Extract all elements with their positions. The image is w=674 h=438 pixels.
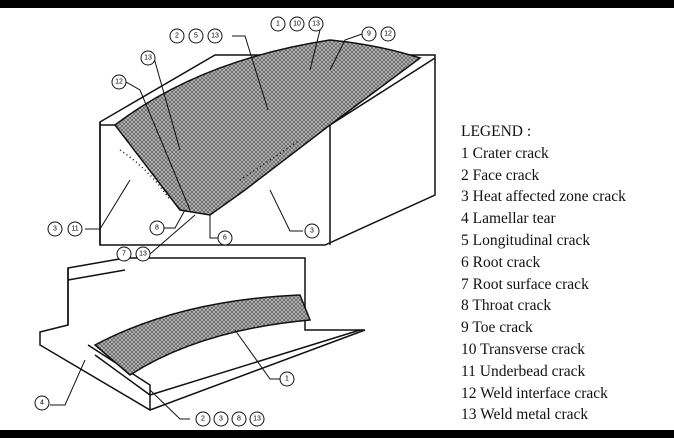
butt-weld-block [99, 39, 436, 246]
svg-text:9: 9 [367, 31, 371, 38]
legend-item: 2 Face crack [461, 166, 540, 184]
svg-text:13: 13 [211, 33, 219, 40]
svg-text:2: 2 [175, 33, 179, 40]
svg-text:1: 1 [285, 376, 289, 383]
svg-text:3: 3 [219, 416, 223, 423]
legend-item: 9 Toe crack [461, 319, 533, 337]
svg-text:3: 3 [310, 228, 314, 235]
callout-6: 6 [217, 230, 233, 246]
callout-13: 13 [140, 50, 156, 66]
legend-item: 12 Weld interface crack [461, 384, 608, 402]
svg-text:12: 12 [384, 31, 392, 38]
svg-text:4: 4 [40, 400, 44, 407]
legend-title: LEGEND : [461, 123, 532, 140]
svg-text:2: 2 [201, 416, 205, 423]
svg-text:3: 3 [53, 226, 57, 233]
legend-item: 10 Transverse crack [461, 340, 585, 358]
callout-2-3-8-13: 2 3 8 13 [195, 411, 265, 427]
svg-text:1: 1 [276, 21, 280, 28]
legend-item: 8 Throat crack [461, 297, 552, 315]
svg-text:13: 13 [312, 21, 320, 28]
svg-text:7: 7 [122, 251, 126, 258]
svg-text:13: 13 [253, 416, 261, 423]
callout-9-12: 9 12 [361, 26, 396, 42]
callout-3: 3 [304, 223, 320, 239]
callout-1: 1 [279, 371, 295, 387]
svg-text:13: 13 [139, 251, 147, 258]
callout-3-11: 3 11 [47, 221, 83, 237]
callout-12: 12 [111, 74, 127, 90]
legend-item: 3 Heat affected zone crack [461, 188, 626, 206]
callout-8: 8 [149, 220, 165, 236]
legend-item: 1 Crater crack [461, 144, 549, 162]
svg-text:8: 8 [155, 225, 159, 232]
svg-text:6: 6 [223, 235, 227, 242]
callout-1-10-13: 1 10 13 [270, 16, 324, 32]
legend-item: 6 Root crack [461, 253, 541, 271]
legend-item: 11 Underbead crack [461, 362, 586, 380]
legend-item: 13 Weld metal crack [461, 406, 589, 424]
svg-text:13: 13 [144, 55, 152, 62]
legend-item: 7 Root surface crack [461, 275, 589, 293]
callout-4: 4 [34, 395, 50, 411]
legend-item: 4 Lamellar tear [461, 210, 556, 228]
svg-text:11: 11 [71, 226, 78, 233]
svg-text:10: 10 [293, 21, 301, 28]
legend-item: 5 Longitudinal crack [461, 231, 591, 249]
svg-text:5: 5 [194, 33, 198, 40]
fillet-weld-block [39, 257, 366, 411]
callout-7-13: 7 13 [116, 246, 151, 262]
svg-text:12: 12 [115, 79, 123, 86]
svg-text:8: 8 [237, 416, 241, 423]
callout-2-5-13: 2 5 13 [169, 28, 223, 44]
legend: LEGEND : 1 Crater crack 2 Face crack 3 H… [461, 121, 626, 426]
